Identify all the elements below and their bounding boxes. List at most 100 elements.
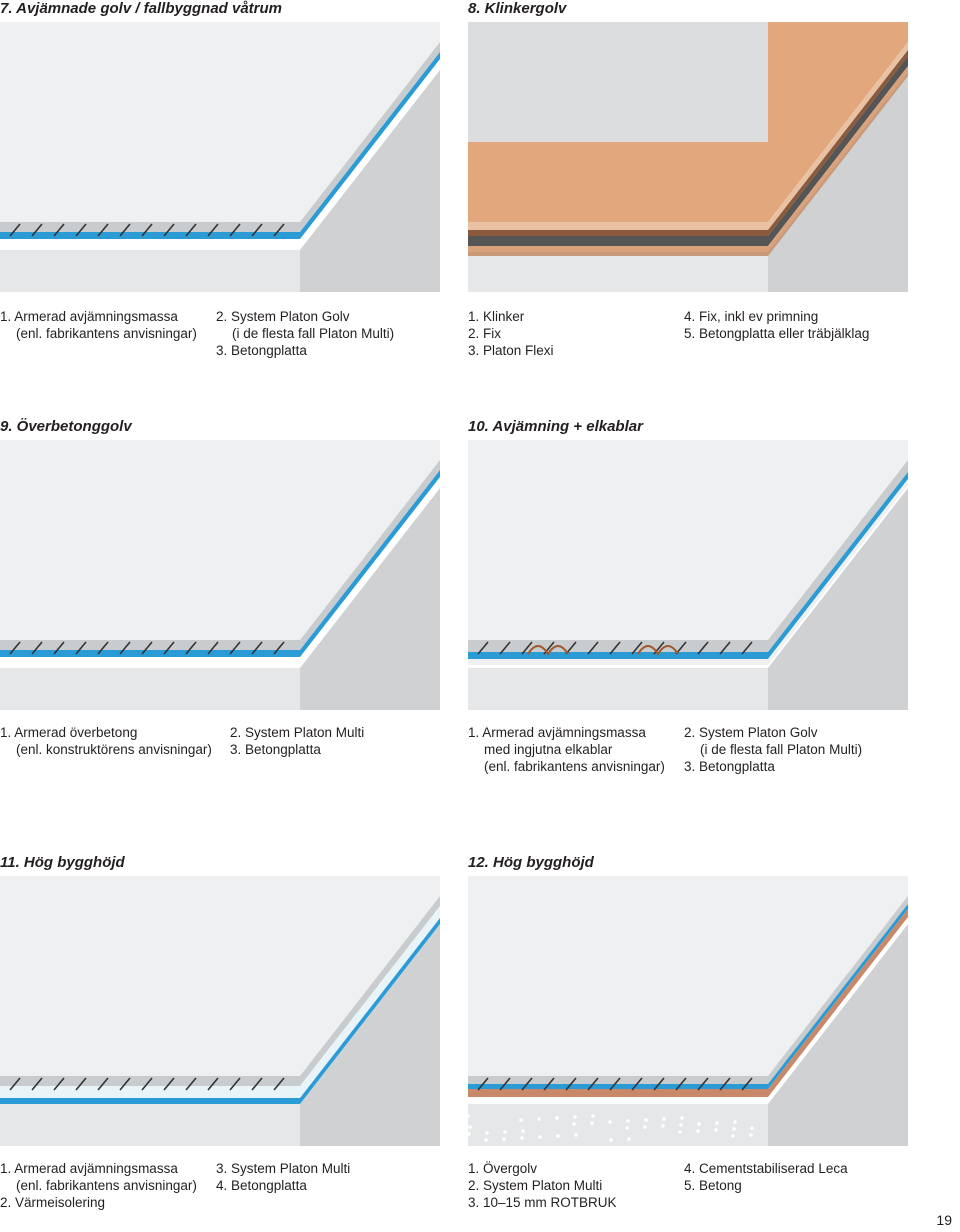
caption-line: 5. Betong <box>684 1178 742 1193</box>
reinforcement-bar <box>97 641 109 655</box>
reinforcement-bar <box>141 641 153 655</box>
leca-aggregate-dot <box>520 1136 524 1140</box>
reinforcement-bar <box>477 1077 489 1091</box>
leca-aggregate-dot <box>696 1129 700 1133</box>
leca-aggregate-dot <box>574 1133 578 1137</box>
caption-line: 2. Fix <box>468 326 502 341</box>
caption-line: 2. System Platon Golv <box>216 309 350 324</box>
reinforcement-bar <box>587 1077 599 1091</box>
reinforcement-bar <box>229 641 241 655</box>
floor-cross-section-figure <box>468 876 938 1146</box>
panel-title: 10. Avjämning + elkablar <box>468 418 643 435</box>
caption-line: 1. Armerad avjämningsmassa <box>0 1161 178 1176</box>
reinforcement-bar <box>53 1077 65 1091</box>
leca-aggregate-dot <box>590 1121 594 1125</box>
reinforcement-bar <box>75 641 87 655</box>
figure-svg <box>468 440 908 710</box>
caption-column-right: 4. Fix, inkl ev primning 5. Betongplatta… <box>684 308 869 342</box>
leca-aggregate-dot <box>468 1114 470 1118</box>
leca-aggregate-dot <box>521 1129 525 1133</box>
page-number: 19 <box>936 1212 952 1228</box>
reinforcement-bar <box>741 641 753 655</box>
floor-top-surface <box>468 876 908 1076</box>
reinforcement-bar <box>119 1077 131 1091</box>
caption-column-left: 1. Armerad överbetong (enl. konstruktöre… <box>0 724 212 758</box>
leca-aggregate-dot <box>750 1126 754 1130</box>
caption-line: 1. Klinker <box>468 309 525 324</box>
reinforcement-bar <box>697 1077 709 1091</box>
concrete-slab-front-face <box>468 668 768 710</box>
leca-aggregate-dot <box>732 1127 736 1131</box>
reinforcement-bar <box>31 1077 43 1091</box>
reinforcement-bar <box>273 641 285 655</box>
reinforcement-bar <box>587 641 599 655</box>
caption-line: (enl. fabrikantens anvisningar) <box>484 759 665 774</box>
floor-cross-section-figure <box>0 876 470 1146</box>
floor-cross-section-figure <box>0 22 470 292</box>
concrete-slab-side-face <box>300 488 440 710</box>
figure-svg <box>468 22 908 292</box>
reinforcement-bar <box>207 223 219 237</box>
reinforcement-bar <box>609 641 621 655</box>
caption-line: 5. Betongplatta eller träbjälklag <box>684 326 870 341</box>
figure-svg <box>0 22 440 292</box>
reinforcement-bar <box>273 1077 285 1091</box>
caption-line: 3. 10–15 mm ROTBRUK <box>468 1195 617 1210</box>
floor-top-surface <box>468 440 908 640</box>
concrete-slab-side-face <box>300 924 440 1146</box>
caption-line: (enl. fabrikantens anvisningar) <box>16 1178 197 1193</box>
reinforcement-bar <box>53 223 65 237</box>
reinforcement-bar <box>185 1077 197 1091</box>
leca-aggregate-dot <box>733 1120 737 1124</box>
caption-line: (enl. konstruktörens anvisningar) <box>16 742 212 757</box>
caption-line: med ingjutna elkablar <box>484 742 613 757</box>
caption-column-right: 2. System Platon Golv (i de flesta fall … <box>216 308 394 359</box>
figure-svg <box>468 876 908 1146</box>
reinforcement-bar <box>119 641 131 655</box>
reinforcement-bar <box>521 1077 533 1091</box>
floor-layer-edge <box>468 56 908 246</box>
caption-line: 3. Betongplatta <box>216 343 307 358</box>
leca-aggregate-dot <box>608 1120 612 1124</box>
leca-aggregate-dot <box>519 1118 523 1122</box>
leca-aggregate-dot <box>591 1114 595 1118</box>
leca-aggregate-dot <box>643 1125 647 1129</box>
floor-layer-edge <box>0 906 440 1098</box>
reinforcement-bar <box>185 223 197 237</box>
caption-line: 1. Övergolv <box>468 1161 538 1176</box>
leca-aggregate-dot <box>538 1135 542 1139</box>
panel-title: 7. Avjämnade golv / fallbyggnad våtrum <box>0 0 283 17</box>
panel-title: 9. Överbetonggolv <box>0 418 132 435</box>
floor-layer-edge <box>0 460 440 650</box>
reinforcement-bar <box>53 641 65 655</box>
caption-line: 1. Armerad avjämningsmassa <box>0 309 178 324</box>
floor-cross-section-figure <box>468 22 938 292</box>
caption-line: 2. System Platon Multi <box>230 725 365 740</box>
floor-cross-section-figure <box>0 440 470 710</box>
reinforcement-bar <box>31 641 43 655</box>
concrete-slab-side-face <box>300 70 440 292</box>
concrete-slab-side-face <box>768 70 908 292</box>
caption-column-right: 3. System Platon Multi 4. Betongplatta <box>216 1160 350 1194</box>
reinforcement-bar <box>163 1077 175 1091</box>
reinforcement-bar <box>119 223 131 237</box>
leca-aggregate-dot <box>485 1131 489 1135</box>
concrete-slab-side-face <box>768 488 908 710</box>
caption-line: 2. System Platon Multi <box>468 1178 603 1193</box>
reinforcement-bar <box>251 1077 263 1091</box>
reinforcement-bar <box>631 641 643 655</box>
reinforcement-bar <box>9 1077 21 1091</box>
leca-aggregate-dot <box>503 1130 507 1134</box>
caption-line: 3. Platon Flexi <box>468 343 554 358</box>
leca-aggregate-dot <box>468 1132 471 1136</box>
caption-line: 3. System Platon Multi <box>216 1161 351 1176</box>
concrete-slab-side-face <box>768 924 908 1146</box>
panel-title: 12. Hög bygghöjd <box>468 854 594 871</box>
leca-aggregate-dot <box>678 1130 682 1134</box>
concrete-slab-front-face <box>0 668 300 710</box>
caption-column-right: 4. Cementstabiliserad Leca 5. Betong <box>684 1160 848 1194</box>
caption-line: 4. Cementstabiliserad Leca <box>684 1161 848 1176</box>
leca-aggregate-dot <box>662 1117 666 1121</box>
caption-line: 2. Värmeisolering <box>0 1195 106 1210</box>
reinforcement-bar <box>697 641 709 655</box>
